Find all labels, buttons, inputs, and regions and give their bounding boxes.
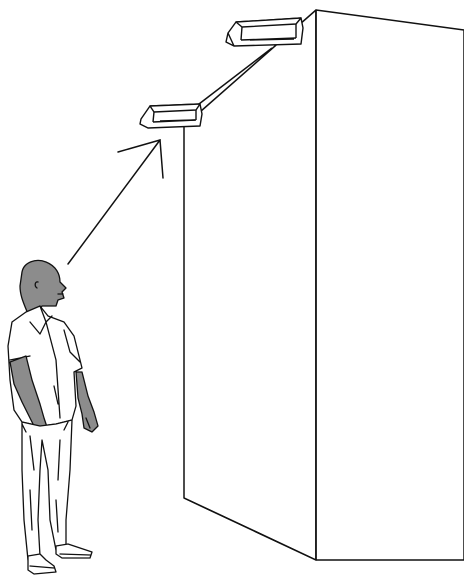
person: [8, 260, 98, 574]
sensor-upper: [226, 18, 303, 46]
person-arm-right: [76, 372, 98, 432]
sensor-lower: [140, 104, 202, 128]
person-shoe-left: [28, 554, 56, 574]
wall-front-face: [184, 10, 316, 560]
person-shoe-right: [56, 544, 92, 558]
wall: [184, 10, 464, 560]
sight-line-arrow: [68, 140, 163, 264]
wall-side-face: [316, 10, 464, 560]
person-head: [20, 260, 66, 314]
